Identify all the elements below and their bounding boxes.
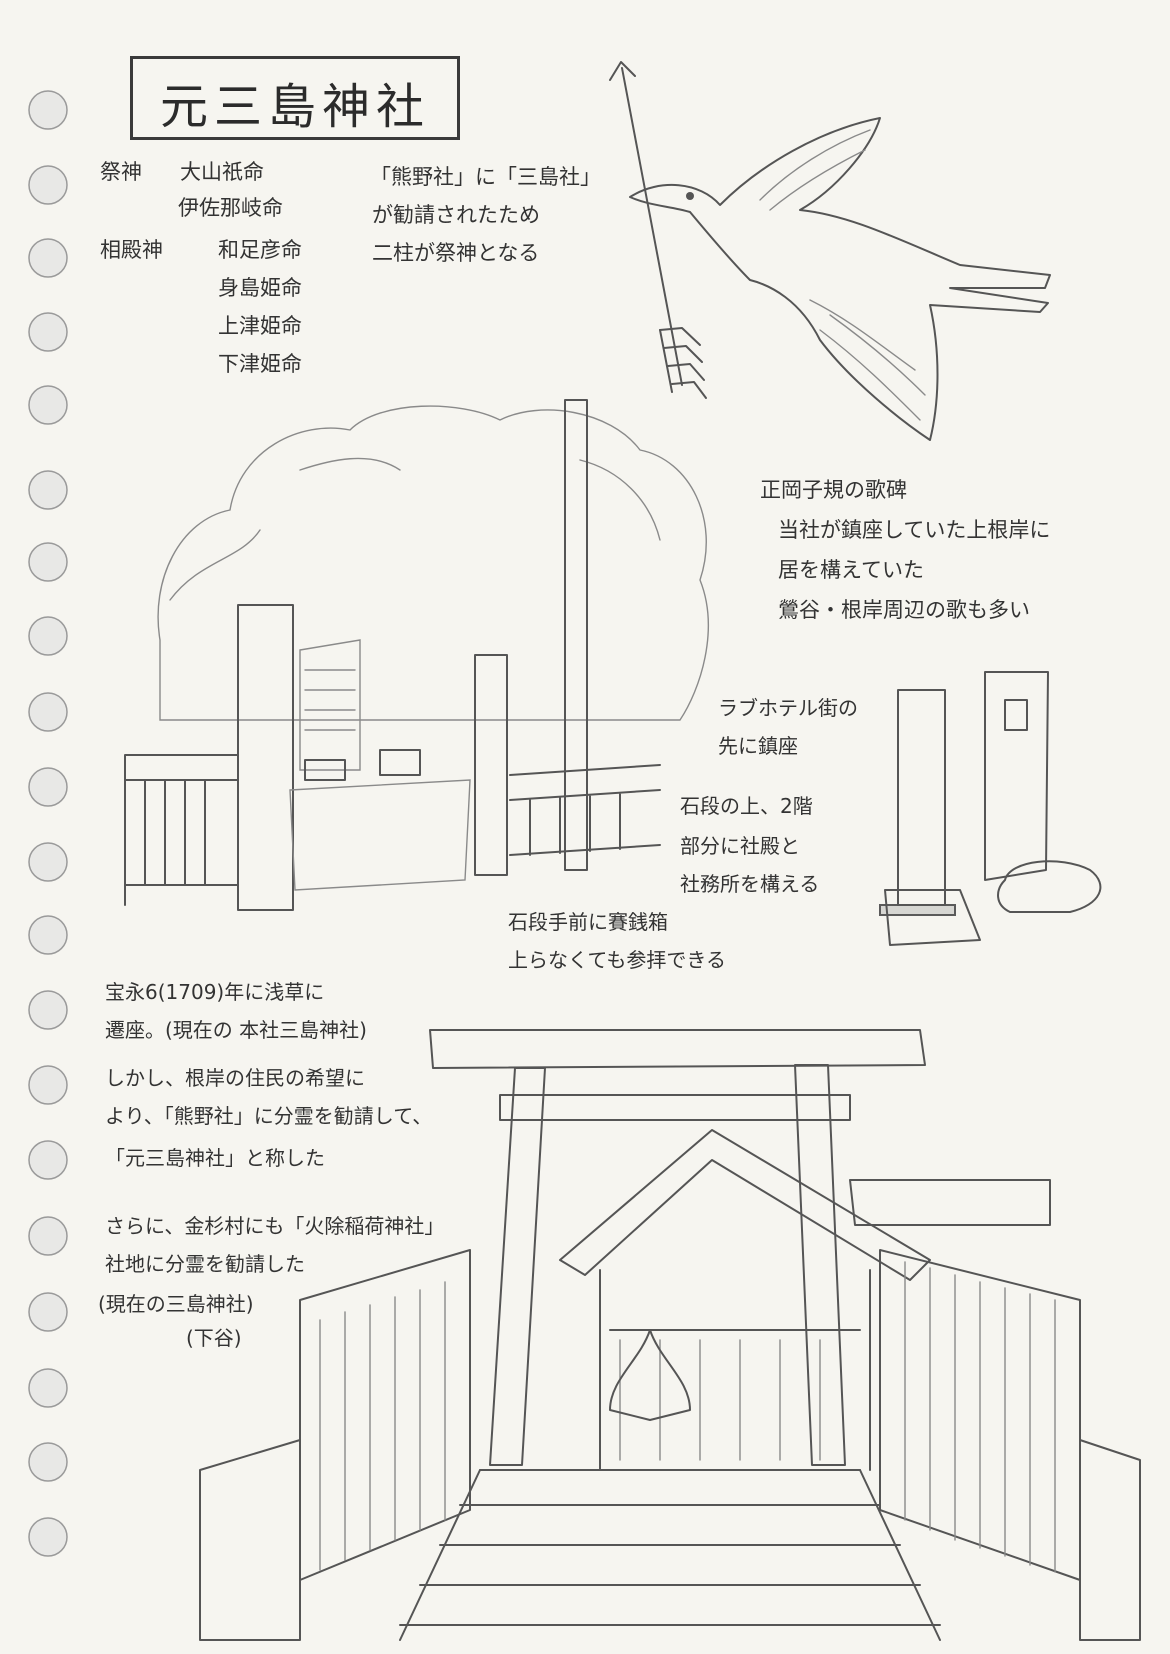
note-kumano-line-1: 「熊野社」に「三島社」 <box>370 165 601 189</box>
history-line-5: 「元三島神社」と称した <box>105 1146 325 1170</box>
note-stairs-line-3: 社務所を構える <box>680 872 820 896</box>
page-title: 元三島神社 <box>159 79 430 135</box>
note-kumano-line-2: が勧請されたため <box>372 203 540 227</box>
main-deity-2: 伊佐那岐命 <box>178 196 283 220</box>
main-deity-label: 祭神 <box>100 160 142 184</box>
torii-shrine-illustration <box>199 1029 1141 1641</box>
note-saisen-line-1: 石段手前に賽銭箱 <box>508 910 668 934</box>
shrine-entrance-illustration <box>124 399 709 911</box>
history-line-6: さらに、金杉村にも「火除稲荷神社」 <box>105 1214 445 1238</box>
crane-arrow-illustration <box>609 61 1051 441</box>
title-box: 元三島神社 <box>130 56 460 140</box>
note-location-line-1: ラブホテル街の <box>718 696 858 720</box>
sub-deity-2: 身島姫命 <box>218 276 302 300</box>
note-shiki-line-1: 正岡子規の歌碑 <box>760 478 907 502</box>
stone-monument-illustration <box>879 671 1102 946</box>
binder-holes <box>28 90 68 1557</box>
main-deity-1: 大山祇命 <box>180 160 264 184</box>
note-location-line-2: 先に鎮座 <box>718 734 798 758</box>
history-line-3: しかし、根岸の住民の希望に <box>105 1066 365 1090</box>
note-stairs-line-2: 部分に社殿と <box>680 834 800 858</box>
history-line-1: 宝永6(1709)年に浅草に <box>105 980 325 1004</box>
note-kumano-line-3: 二柱が祭神となる <box>372 241 540 265</box>
history-line-4: より、「熊野社」に分霊を勧請して、 <box>105 1104 433 1128</box>
sub-deity-1: 和足彦命 <box>218 238 302 262</box>
sub-deity-3: 上津姫命 <box>218 314 302 338</box>
note-stairs-line-1: 石段の上、2階 <box>680 794 813 818</box>
history-line-9: (下谷) <box>186 1326 242 1350</box>
note-shiki-line-4: 鶯谷・根岸周辺の歌も多い <box>778 598 1030 622</box>
note-shiki-line-3: 居を構えていた <box>778 558 924 582</box>
sub-deity-4: 下津姫命 <box>218 352 302 376</box>
note-saisen-line-2: 上らなくても参拝できる <box>508 948 726 972</box>
history-line-7: 社地に分霊を勧請した <box>105 1252 305 1276</box>
sub-deity-label: 相殿神 <box>100 238 163 262</box>
note-shiki-line-2: 当社が鎮座していた上根岸に <box>778 518 1051 542</box>
history-line-8: (現在の三島神社) <box>98 1292 254 1316</box>
history-line-2: 遷座。(現在の 本社三島神社) <box>105 1018 367 1042</box>
